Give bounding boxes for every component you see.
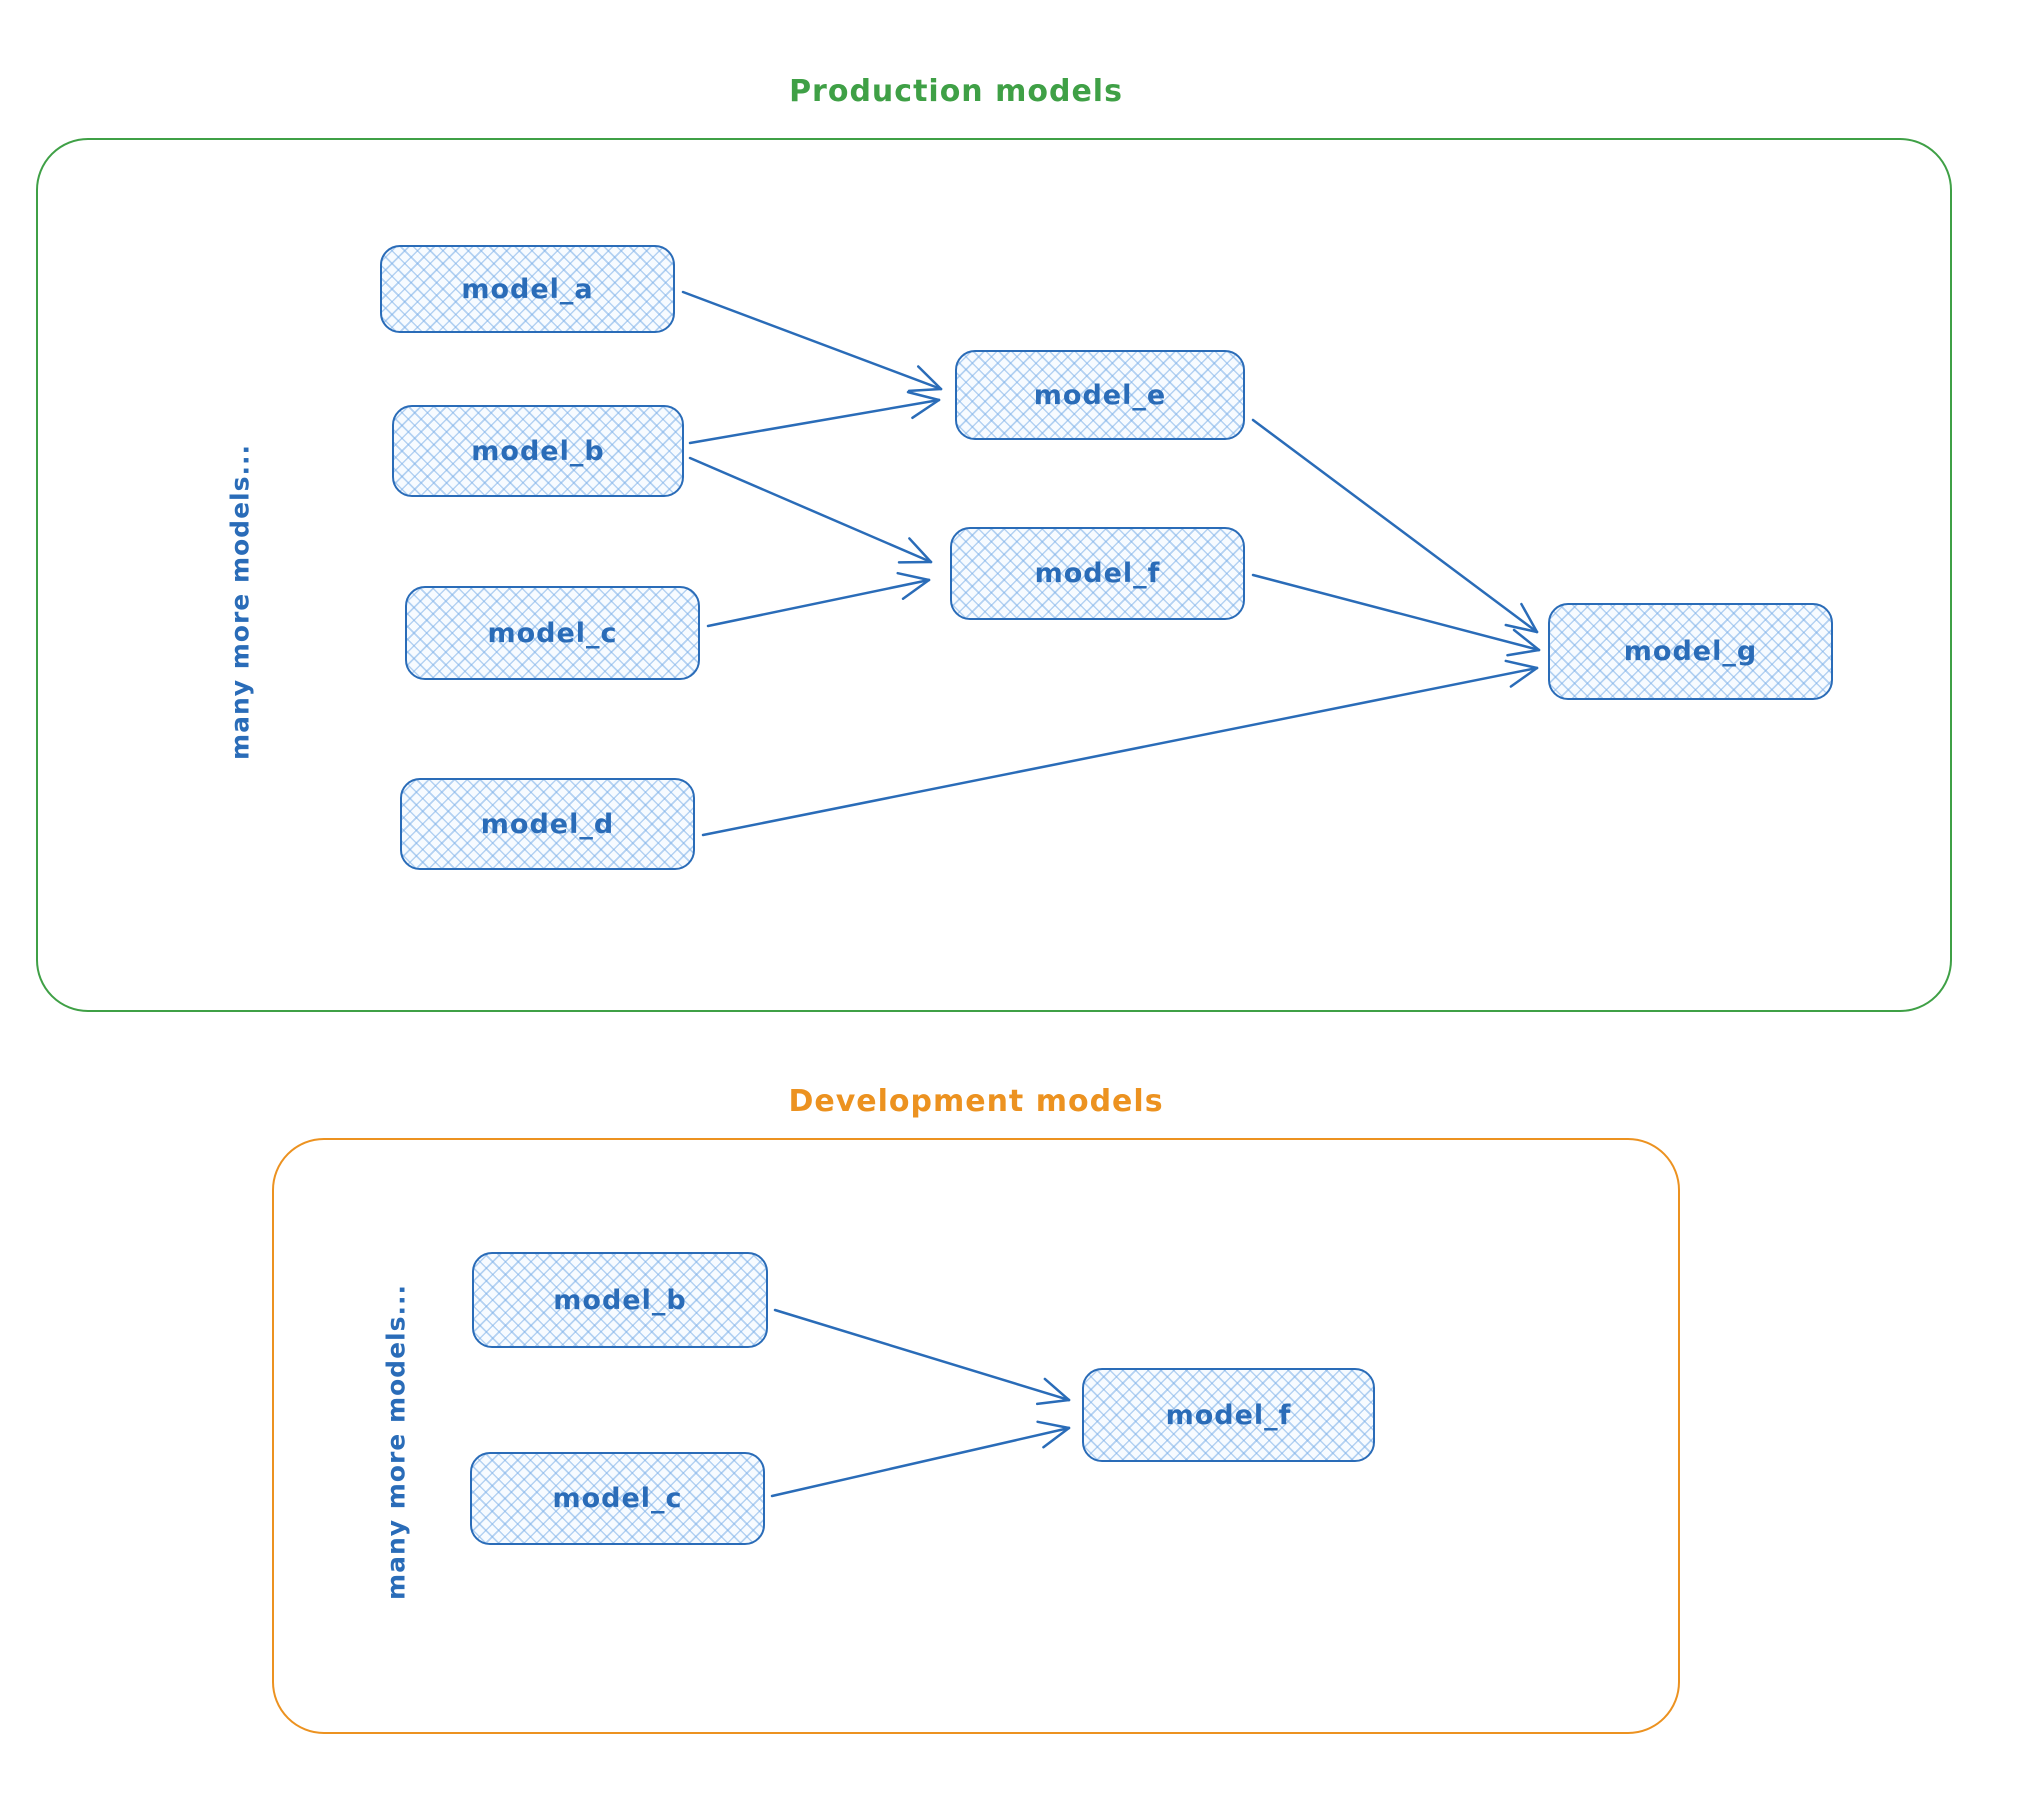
- node-production-model_g: model_g: [1548, 603, 1833, 700]
- production-title: Production models: [789, 74, 1123, 109]
- node-development-model_f: model_f: [1082, 1368, 1375, 1462]
- node-production-model_e: model_e: [955, 350, 1245, 440]
- development-title: Development models: [788, 1084, 1164, 1119]
- node-label: model_a: [461, 273, 594, 305]
- production-side-label: many more models...: [225, 444, 255, 760]
- node-production-model_f: model_f: [950, 527, 1245, 620]
- node-label: model_f: [1165, 1399, 1292, 1431]
- node-production-model_a: model_a: [380, 245, 675, 333]
- development-side-label: many more models...: [381, 1284, 411, 1600]
- node-production-model_d: model_d: [400, 778, 695, 870]
- node-label: model_f: [1034, 558, 1161, 589]
- node-label: model_e: [1033, 379, 1167, 411]
- node-production-model_b: model_b: [392, 405, 684, 497]
- node-label: model_b: [471, 435, 605, 467]
- production-frame: [36, 138, 1952, 1012]
- node-label: model_c: [487, 617, 618, 649]
- development-frame: [272, 1138, 1680, 1734]
- node-production-model_c: model_c: [405, 586, 700, 680]
- node-label: model_c: [552, 1483, 683, 1514]
- node-label: model_d: [480, 808, 615, 840]
- node-label: model_b: [553, 1284, 687, 1316]
- node-development-model_c: model_c: [470, 1452, 765, 1545]
- node-development-model_b: model_b: [472, 1252, 768, 1348]
- node-label: model_g: [1623, 636, 1758, 667]
